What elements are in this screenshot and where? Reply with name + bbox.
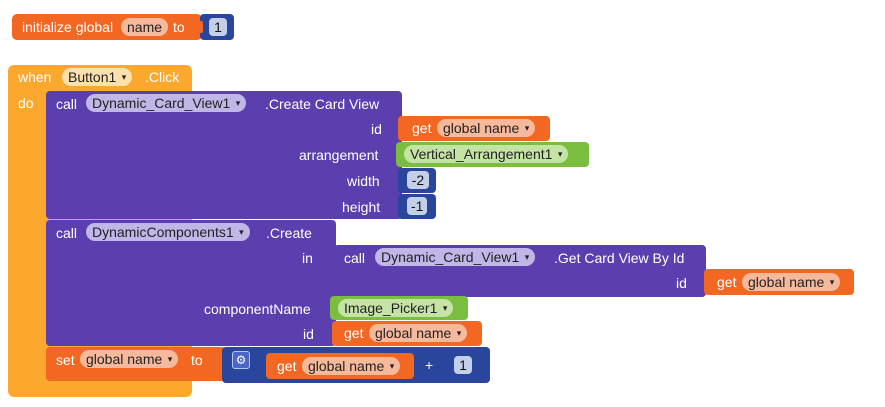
call1-call-label: call <box>56 96 78 112</box>
create-card-view-block[interactable]: call Dynamic_Card_View1 ▾ .Create Card V… <box>46 91 402 219</box>
inner-get-id-block[interactable]: get global name ▾ <box>704 269 854 295</box>
set-get-var-dropdown[interactable]: global name ▾ <box>302 357 401 375</box>
event-component-dropdown[interactable]: Button1 ▾ <box>62 68 133 86</box>
call1-arrangement-label: arrangement <box>299 147 379 163</box>
chevron-down-icon: ▾ <box>524 123 530 133</box>
chevron-down-icon: ▾ <box>389 361 395 371</box>
call1-component-text: Dynamic_Card_View1 <box>92 95 231 111</box>
init-number-field[interactable]: 1 <box>209 18 227 36</box>
call1-width-label: width <box>347 173 380 189</box>
call2-get-id-block[interactable]: get global name ▾ <box>332 321 482 346</box>
inner-get-var-dropdown[interactable]: global name ▾ <box>742 273 841 291</box>
chevron-down-icon: ▾ <box>167 354 173 364</box>
call2-get-label: get <box>344 325 364 341</box>
component-name-dropdown[interactable]: Image_Picker1 ▾ <box>338 299 454 317</box>
event-do-label: do <box>18 95 34 111</box>
dynamic-components-create-block[interactable]: call DynamicComponents1 ▾ .Create in com… <box>46 220 336 346</box>
call1-height-number-block[interactable]: -1 <box>398 194 436 219</box>
call2-call-label: call <box>56 225 78 241</box>
component-name-block[interactable]: Image_Picker1 ▾ <box>330 296 468 320</box>
set-label: set <box>56 352 75 368</box>
event-when-label: when <box>18 69 52 85</box>
call2-component-text: DynamicComponents1 <box>92 224 234 240</box>
call1-width-number-field[interactable]: -2 <box>407 171 429 189</box>
chevron-down-icon: ▾ <box>524 252 530 262</box>
chevron-down-icon: ▾ <box>456 328 462 338</box>
inner-method-label: .Get Card View By Id <box>554 250 685 266</box>
gear-icon[interactable]: ⚙ <box>232 351 250 369</box>
init-var-name-text: name <box>127 19 163 35</box>
event-name-label: .Click <box>145 69 180 85</box>
set-get-var-text: global name <box>308 358 385 374</box>
inner-component-dropdown[interactable]: Dynamic_Card_View1 ▾ <box>375 248 536 266</box>
call1-component-dropdown[interactable]: Dynamic_Card_View1 ▾ <box>86 94 247 112</box>
chevron-down-icon: ▾ <box>121 72 127 82</box>
chevron-down-icon: ▾ <box>442 303 448 313</box>
call1-get-label: get <box>412 120 432 136</box>
chevron-down-icon: ▾ <box>239 227 244 237</box>
call1-get-var-dropdown[interactable]: global name ▾ <box>437 119 536 137</box>
call2-component-name-label: componentName <box>204 301 311 317</box>
call1-method-label: .Create Card View <box>265 96 380 112</box>
set-to-label: to <box>191 352 203 368</box>
set-var-text: global name <box>86 351 163 367</box>
call2-get-var-dropdown[interactable]: global name ▾ <box>369 324 468 342</box>
chevron-down-icon: ▾ <box>829 277 835 287</box>
call2-component-dropdown[interactable]: DynamicComponents1 ▾ <box>86 223 250 241</box>
set-variable-block[interactable]: set global name ▾ to <box>46 347 226 381</box>
call1-id-label: id <box>371 121 382 137</box>
math-number-field[interactable]: 1 <box>454 356 472 374</box>
call1-get-var-text: global name <box>443 120 520 136</box>
set-var-dropdown[interactable]: global name ▾ <box>80 350 179 368</box>
call1-arrangement-block[interactable]: Vertical_Arrangement1 ▾ <box>396 142 589 167</box>
event-component-text: Button1 <box>68 69 117 85</box>
call2-in-label: in <box>302 250 313 266</box>
get-card-view-by-id-block[interactable]: call Dynamic_Card_View1 ▾ .Get Card View… <box>334 245 706 297</box>
call1-arrangement-text: Vertical_Arrangement1 <box>410 146 553 162</box>
inner-component-text: Dynamic_Card_View1 <box>381 249 520 265</box>
call1-arrangement-dropdown[interactable]: Vertical_Arrangement1 ▾ <box>404 145 569 163</box>
socket-connector <box>198 21 203 33</box>
call2-id-label: id <box>303 326 314 342</box>
init-to-label: to <box>173 19 185 35</box>
call1-width-number-block[interactable]: -2 <box>398 168 436 193</box>
chevron-down-icon: ▾ <box>557 149 563 159</box>
inner-id-label: id <box>676 275 687 291</box>
call1-height-label: height <box>342 199 381 215</box>
init-prefix-label: initialize global <box>22 19 114 35</box>
init-var-name-field[interactable]: name <box>121 18 169 36</box>
set-get-var-block[interactable]: get global name ▾ <box>266 353 414 379</box>
set-get-label: get <box>277 358 297 374</box>
call1-get-id-block[interactable]: get global name ▾ <box>398 116 550 141</box>
call2-method-label: .Create <box>266 225 312 241</box>
call2-get-var-text: global name <box>375 325 452 341</box>
inner-call-label: call <box>344 250 366 266</box>
initialize-global-block[interactable]: initialize global name to <box>12 14 202 40</box>
inner-get-var-text: global name <box>748 274 825 290</box>
call1-height-number-field[interactable]: -1 <box>407 197 427 215</box>
inner-get-label: get <box>717 274 737 290</box>
component-name-text: Image_Picker1 <box>344 300 438 316</box>
chevron-down-icon: ▾ <box>235 98 241 108</box>
init-number-block[interactable]: 1 <box>198 14 234 40</box>
math-plus-label: + <box>425 357 434 373</box>
